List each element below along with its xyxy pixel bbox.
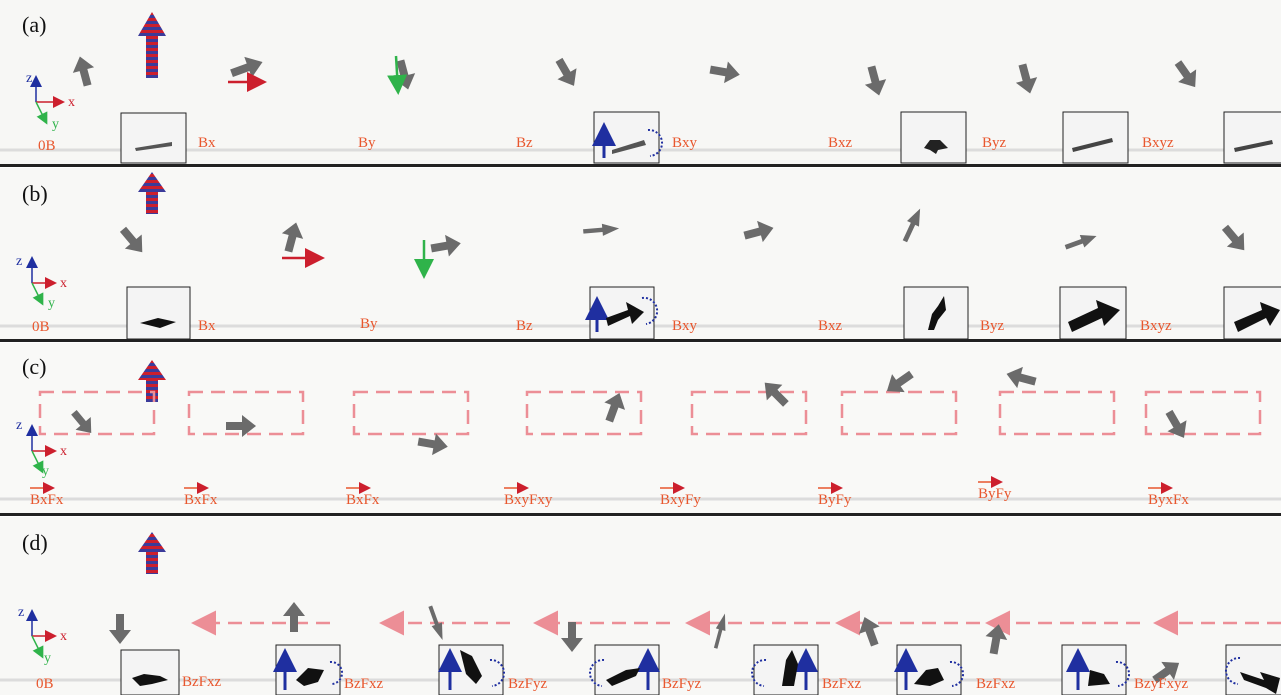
axis-z-label: z bbox=[18, 605, 24, 620]
axis-y-label: y bbox=[44, 651, 51, 666]
inset-frame bbox=[1060, 287, 1126, 339]
inset-frame bbox=[594, 112, 662, 163]
inset-frame bbox=[1226, 645, 1281, 695]
axis-y-label: y bbox=[52, 117, 59, 132]
field-label: 0B bbox=[36, 676, 54, 692]
field-label: BxyFy bbox=[660, 492, 701, 508]
inset-frame bbox=[904, 287, 968, 339]
panel-label-c: (c) bbox=[22, 354, 46, 379]
field-label: Bxz bbox=[828, 135, 853, 151]
axis-z-label: z bbox=[26, 71, 32, 86]
panel-label-d: (d) bbox=[22, 530, 48, 555]
axis-y-label: y bbox=[48, 296, 55, 311]
inset-frame bbox=[901, 112, 966, 163]
field-label: Byz bbox=[980, 318, 1005, 334]
field-label: Bxyz bbox=[1142, 135, 1174, 151]
inset-frame bbox=[121, 650, 179, 695]
axis-x-label: x bbox=[60, 444, 67, 459]
field-label: BzFxz bbox=[822, 676, 862, 692]
field-label: Bxy bbox=[672, 135, 698, 151]
inset-frame bbox=[439, 645, 504, 695]
axis-x-label: x bbox=[68, 95, 75, 110]
field-label: Byz bbox=[982, 135, 1007, 151]
field-label: 0B bbox=[38, 138, 56, 154]
inset-frame bbox=[590, 645, 659, 695]
field-label: 0B bbox=[32, 319, 50, 335]
inset-frame bbox=[276, 645, 342, 695]
inset-frame bbox=[1063, 112, 1128, 163]
field-label: Bxz bbox=[818, 318, 843, 334]
field-label: By bbox=[360, 316, 378, 332]
inset-frame bbox=[1062, 645, 1129, 695]
inset-frame bbox=[752, 645, 818, 695]
field-label: Bxy bbox=[672, 318, 698, 334]
inset-frame bbox=[1224, 112, 1281, 163]
field-label: BxFx bbox=[346, 492, 380, 508]
axis-z-label: z bbox=[16, 418, 22, 433]
field-label: ByFy bbox=[978, 486, 1012, 502]
axis-x-label: x bbox=[60, 629, 67, 644]
field-label: By bbox=[358, 135, 376, 151]
field-label: ByFy bbox=[818, 492, 852, 508]
field-label: BzyFxyz bbox=[1134, 676, 1189, 692]
field-label: BxFx bbox=[30, 492, 64, 508]
inset-frame bbox=[127, 287, 190, 339]
field-label: BzFxz bbox=[344, 676, 384, 692]
field-label: Bx bbox=[198, 318, 216, 334]
field-label: Bz bbox=[516, 135, 533, 151]
axis-z-label: z bbox=[16, 254, 22, 269]
inset-frame bbox=[590, 287, 657, 339]
panel-label-b: (b) bbox=[22, 181, 48, 206]
field-label: Bx bbox=[198, 135, 216, 151]
inset-frame bbox=[897, 645, 963, 695]
field-label: BxyFxy bbox=[504, 492, 553, 508]
axis-y-label: y bbox=[42, 464, 49, 479]
field-label: ByxFx bbox=[1148, 492, 1189, 508]
field-label: Bz bbox=[516, 318, 533, 334]
panel-label-a: (a) bbox=[22, 12, 46, 37]
field-label: Bxyz bbox=[1140, 318, 1172, 334]
axis-x-label: x bbox=[60, 276, 67, 291]
field-label: BxFx bbox=[184, 492, 218, 508]
field-label: BzFyz bbox=[662, 676, 702, 692]
field-label: BzFxz bbox=[182, 674, 222, 690]
inset-frame bbox=[1224, 287, 1281, 339]
inset-frame bbox=[121, 113, 186, 163]
field-label: BzFxz bbox=[976, 676, 1016, 692]
field-label: BzFyz bbox=[508, 676, 548, 692]
